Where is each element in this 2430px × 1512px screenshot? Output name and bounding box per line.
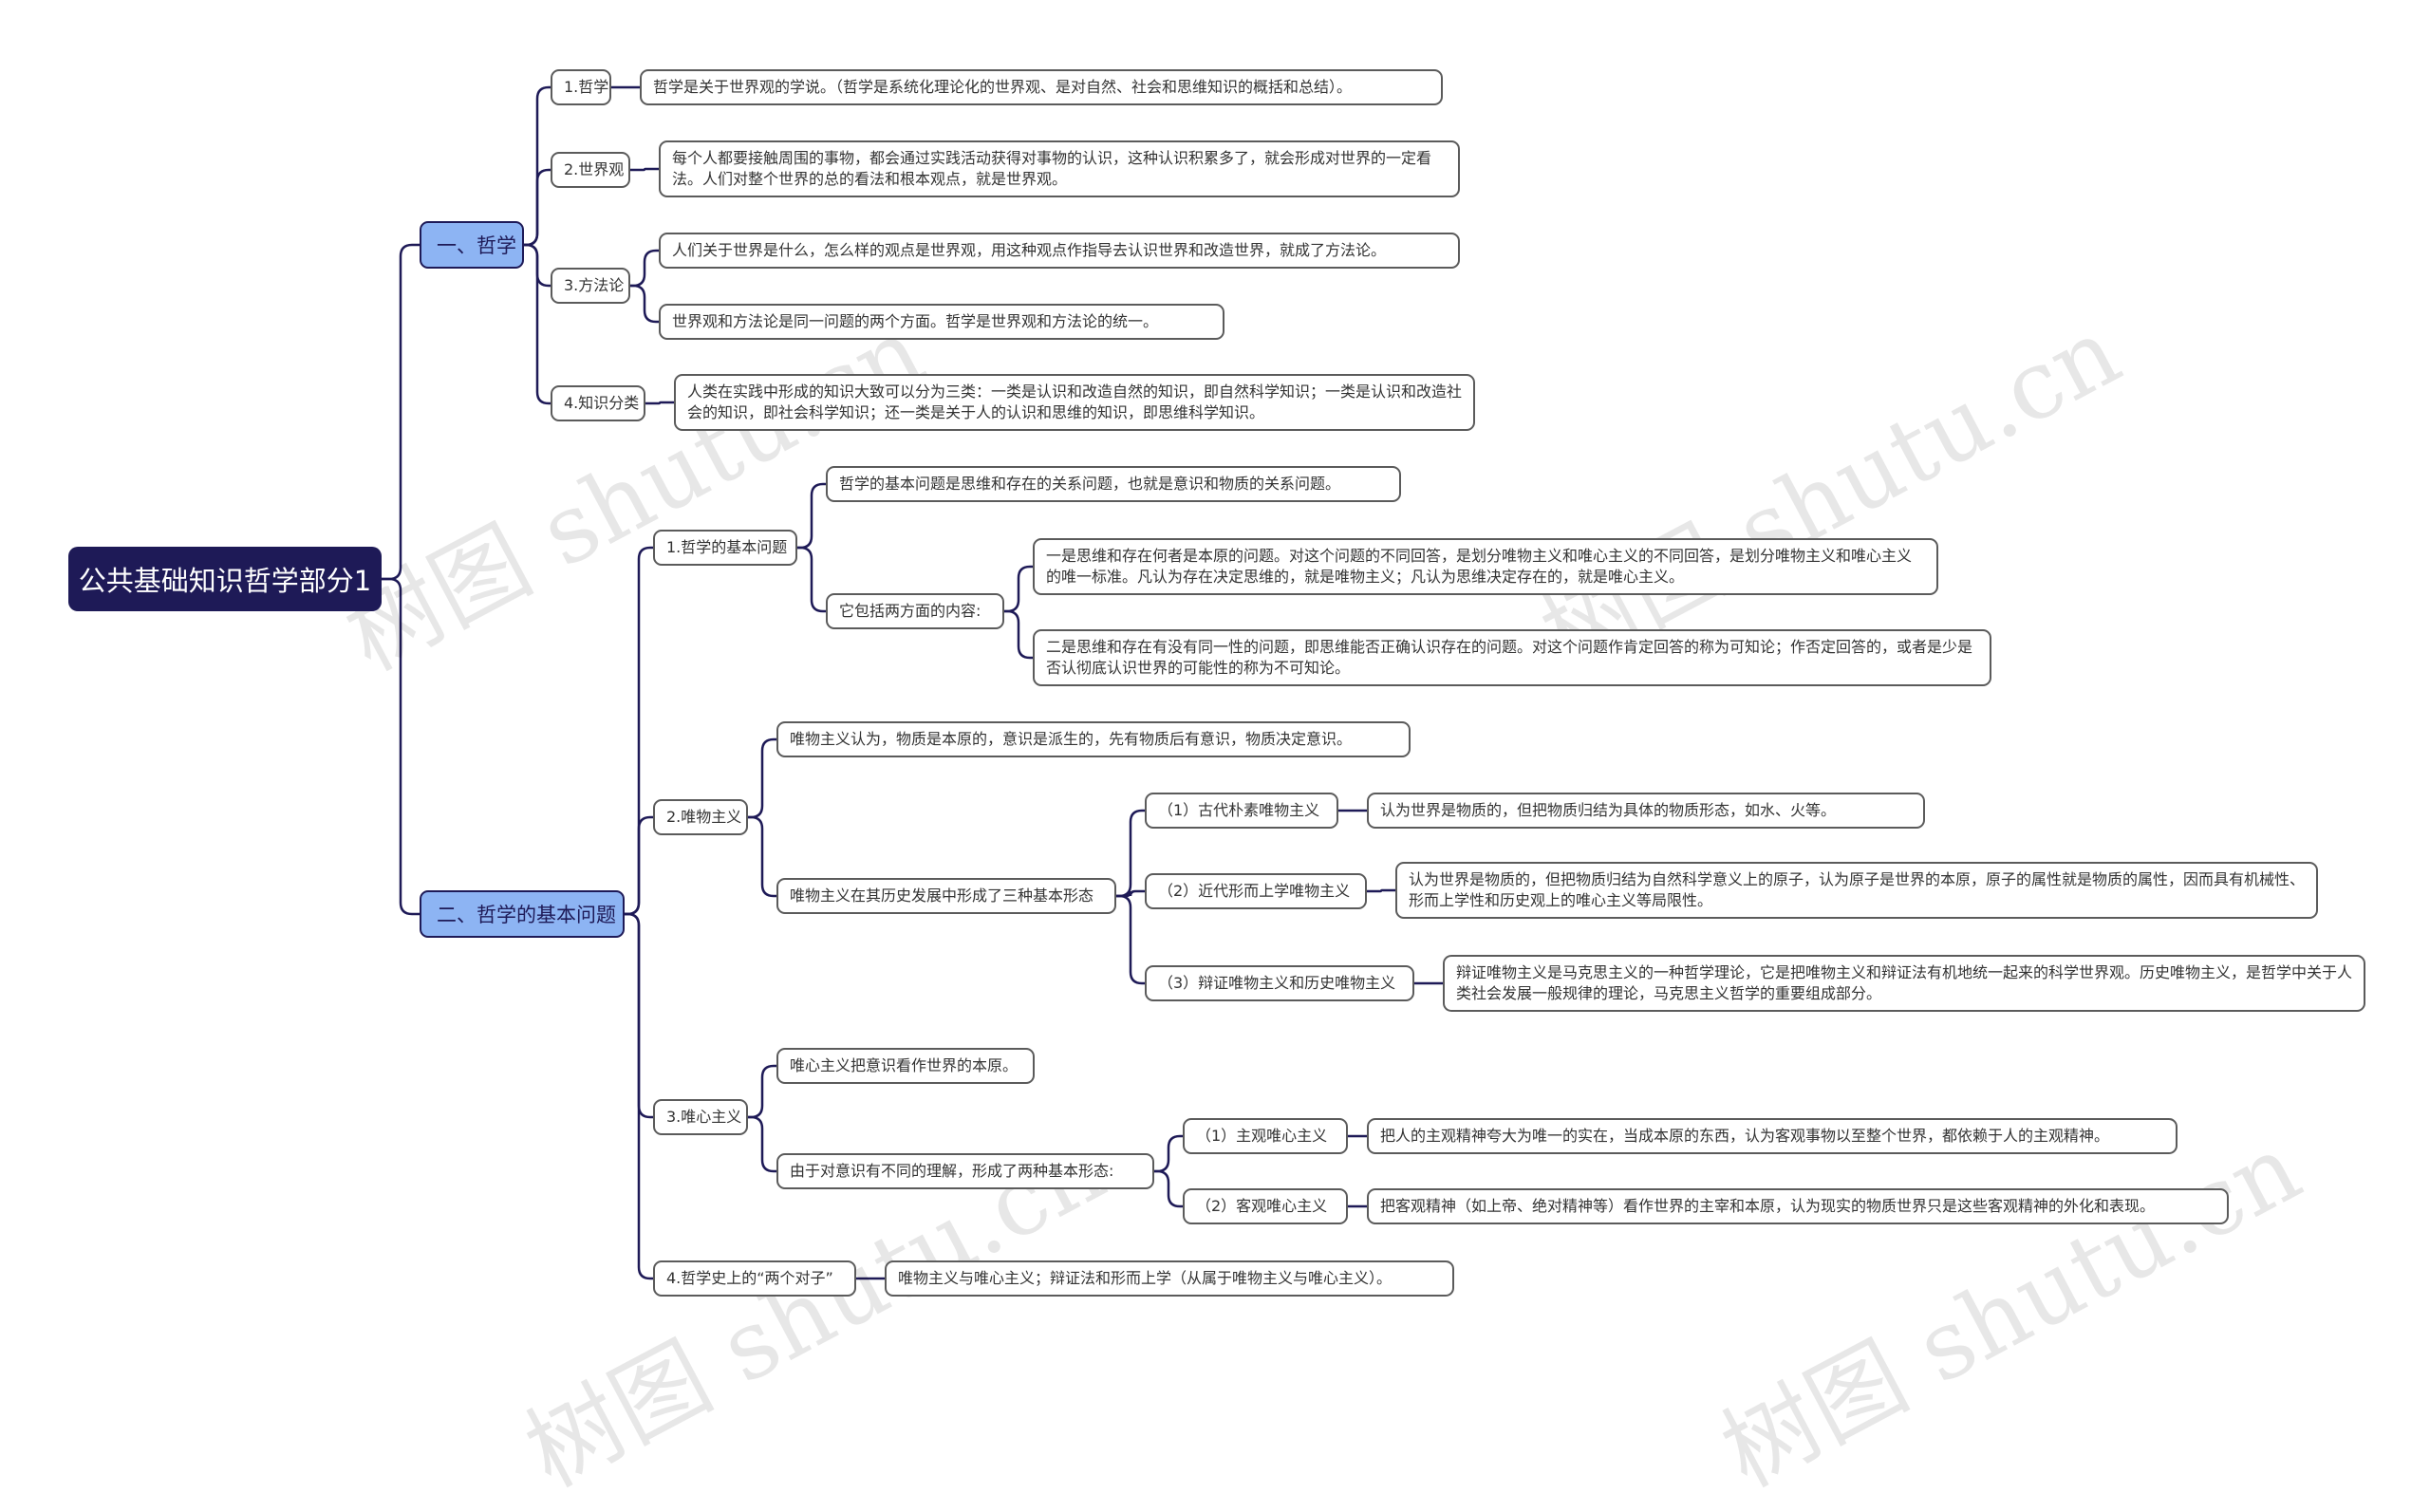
node-two-aspects[interactable]: 它包括两方面的内容: (826, 593, 1004, 629)
node-materialism-form-2[interactable]: （2）近代形而上学唯物主义 (1145, 873, 1367, 909)
node-idealism-form-2[interactable]: （2）客观唯心主义 (1183, 1188, 1348, 1224)
node-philosophy-def[interactable]: 1.哲学 (551, 69, 611, 105)
node-materialism-form-1[interactable]: （1）古代朴素唯物主义 (1145, 793, 1338, 829)
node-materialism-forms[interactable]: 唯物主义在其历史发展中形成了三种基本形态 (776, 878, 1116, 914)
connector-b1s (797, 546, 826, 613)
node-aspect-1[interactable]: 一是思维和存在何者是本原的问题。对这个问题的不同回答，是划分唯物主义和唯心主义的… (1033, 538, 1938, 595)
node-methodology-text-1[interactable]: 人们关于世界是什么，怎么样的观点是世界观，用这种观点作指导去认识世界和改造世界，… (659, 233, 1460, 269)
connector-p3a (630, 249, 659, 288)
root-node[interactable]: 公共基础知识哲学部分1 (68, 547, 382, 611)
node-idealism-form-1[interactable]: （1）主观唯心主义 (1183, 1118, 1348, 1154)
node-materialism[interactable]: 2.唯物主义 (653, 799, 748, 835)
node-idealism-form-1-text[interactable]: 把人的主观精神夸大为唯一的实在，当成本原的东西，认为客观事物以至整个世界，都依赖… (1367, 1118, 2178, 1154)
node-philosophy-def-text[interactable]: 哲学是关于世界观的学说。（哲学是系统化理论化的世界观、是对自然、社会和思维知识的… (640, 69, 1443, 105)
connector-b3f2 (1154, 1169, 1183, 1208)
connector-b3s (748, 1115, 776, 1173)
connector-b2s (748, 815, 776, 898)
connector-p4t (645, 401, 674, 405)
node-idealism-form-2-text[interactable]: 把客观精神（如上帝、绝对精神等）看作世界的主宰和本原，认为现实的物质世界只是这些… (1367, 1188, 2229, 1224)
branch-basic-question[interactable]: 二、哲学的基本问题 (420, 890, 625, 938)
connector-b3f1 (1154, 1134, 1183, 1173)
node-idealism-text[interactable]: 唯心主义把意识看作世界的本原。 (776, 1048, 1035, 1084)
node-idealism-forms[interactable]: 由于对意识有不同的理解，形成了两种基本形态: (776, 1153, 1154, 1189)
connector-p4 (524, 243, 551, 405)
node-basic-question-text[interactable]: 哲学的基本问题是思维和存在的关系问题，也就是意识和物质的关系问题。 (826, 466, 1401, 502)
node-materialism-form-2-text[interactable]: 认为世界是物质的，但把物质归结为自然科学意义上的原子，认为原子是世界的本原，原子… (1395, 862, 2318, 919)
node-materialism-form-3-text[interactable]: 辩证唯物主义是马克思主义的一种哲学理论，它是把唯物主义和辩证法有机地统一起来的科… (1443, 955, 2365, 1012)
connector-p3b (630, 284, 659, 324)
node-materialism-form-1-text[interactable]: 认为世界是物质的，但把物质归结为具体的物质形态，如水、火等。 (1367, 793, 1925, 829)
connector-b2 (625, 815, 653, 916)
connector-b2t (748, 737, 776, 819)
node-idealism[interactable]: 3.唯心主义 (653, 1099, 748, 1135)
node-worldview-text[interactable]: 每个人都要接触周围的事物，都会通过实践活动获得对事物的认识，这种认识积累多了，就… (659, 140, 1460, 197)
connector-b1sa (1004, 565, 1033, 613)
connector-b (382, 577, 420, 916)
connector-p (382, 243, 420, 581)
node-aspect-2[interactable]: 二是思维和存在有没有同一性的问题，即思维能否正确认识存在的问题。对这个问题作肯定… (1033, 629, 1991, 686)
connector-b2f2 (1116, 889, 1145, 898)
connector-b2f2t (1367, 888, 1395, 893)
node-two-pairs-text[interactable]: 唯物主义与唯心主义；辩证法和形而上学（从属于唯物主义与唯心主义）。 (885, 1260, 1454, 1297)
connector-b3t (748, 1064, 776, 1119)
connector-b4 (625, 912, 653, 1280)
branch-philosophy[interactable]: 一、哲学 (420, 221, 524, 269)
node-methodology[interactable]: 3.方法论 (551, 268, 630, 304)
connector-b2f3 (1116, 894, 1145, 985)
connector-p2 (524, 168, 551, 247)
node-materialism-text[interactable]: 唯物主义认为，物质是本原的，意识是派生的，先有物质后有意识，物质决定意识。 (776, 721, 1411, 757)
node-materialism-form-3[interactable]: （3）辩证唯物主义和历史唯物主义 (1145, 965, 1414, 1001)
node-methodology-text-2[interactable]: 世界观和方法论是同一问题的两个方面。哲学是世界观和方法论的统一。 (659, 304, 1224, 340)
connector-b2f1 (1116, 809, 1145, 898)
node-knowledge[interactable]: 4.知识分类 (551, 385, 645, 421)
connector-lines (382, 85, 1443, 1280)
node-two-pairs[interactable]: 4.哲学史上的“两个对子” (653, 1260, 856, 1297)
connector-p2t (630, 167, 659, 172)
node-basic-question[interactable]: 1.哲学的基本问题 (653, 530, 797, 566)
node-worldview[interactable]: 2.世界观 (551, 152, 630, 188)
connector-b1t (797, 482, 826, 550)
connector-b1sb (1004, 609, 1033, 660)
node-knowledge-text[interactable]: 人类在实践中形成的知识大致可以分为三类：一类是认识和改造自然的知识，即自然科学知… (674, 374, 1475, 431)
